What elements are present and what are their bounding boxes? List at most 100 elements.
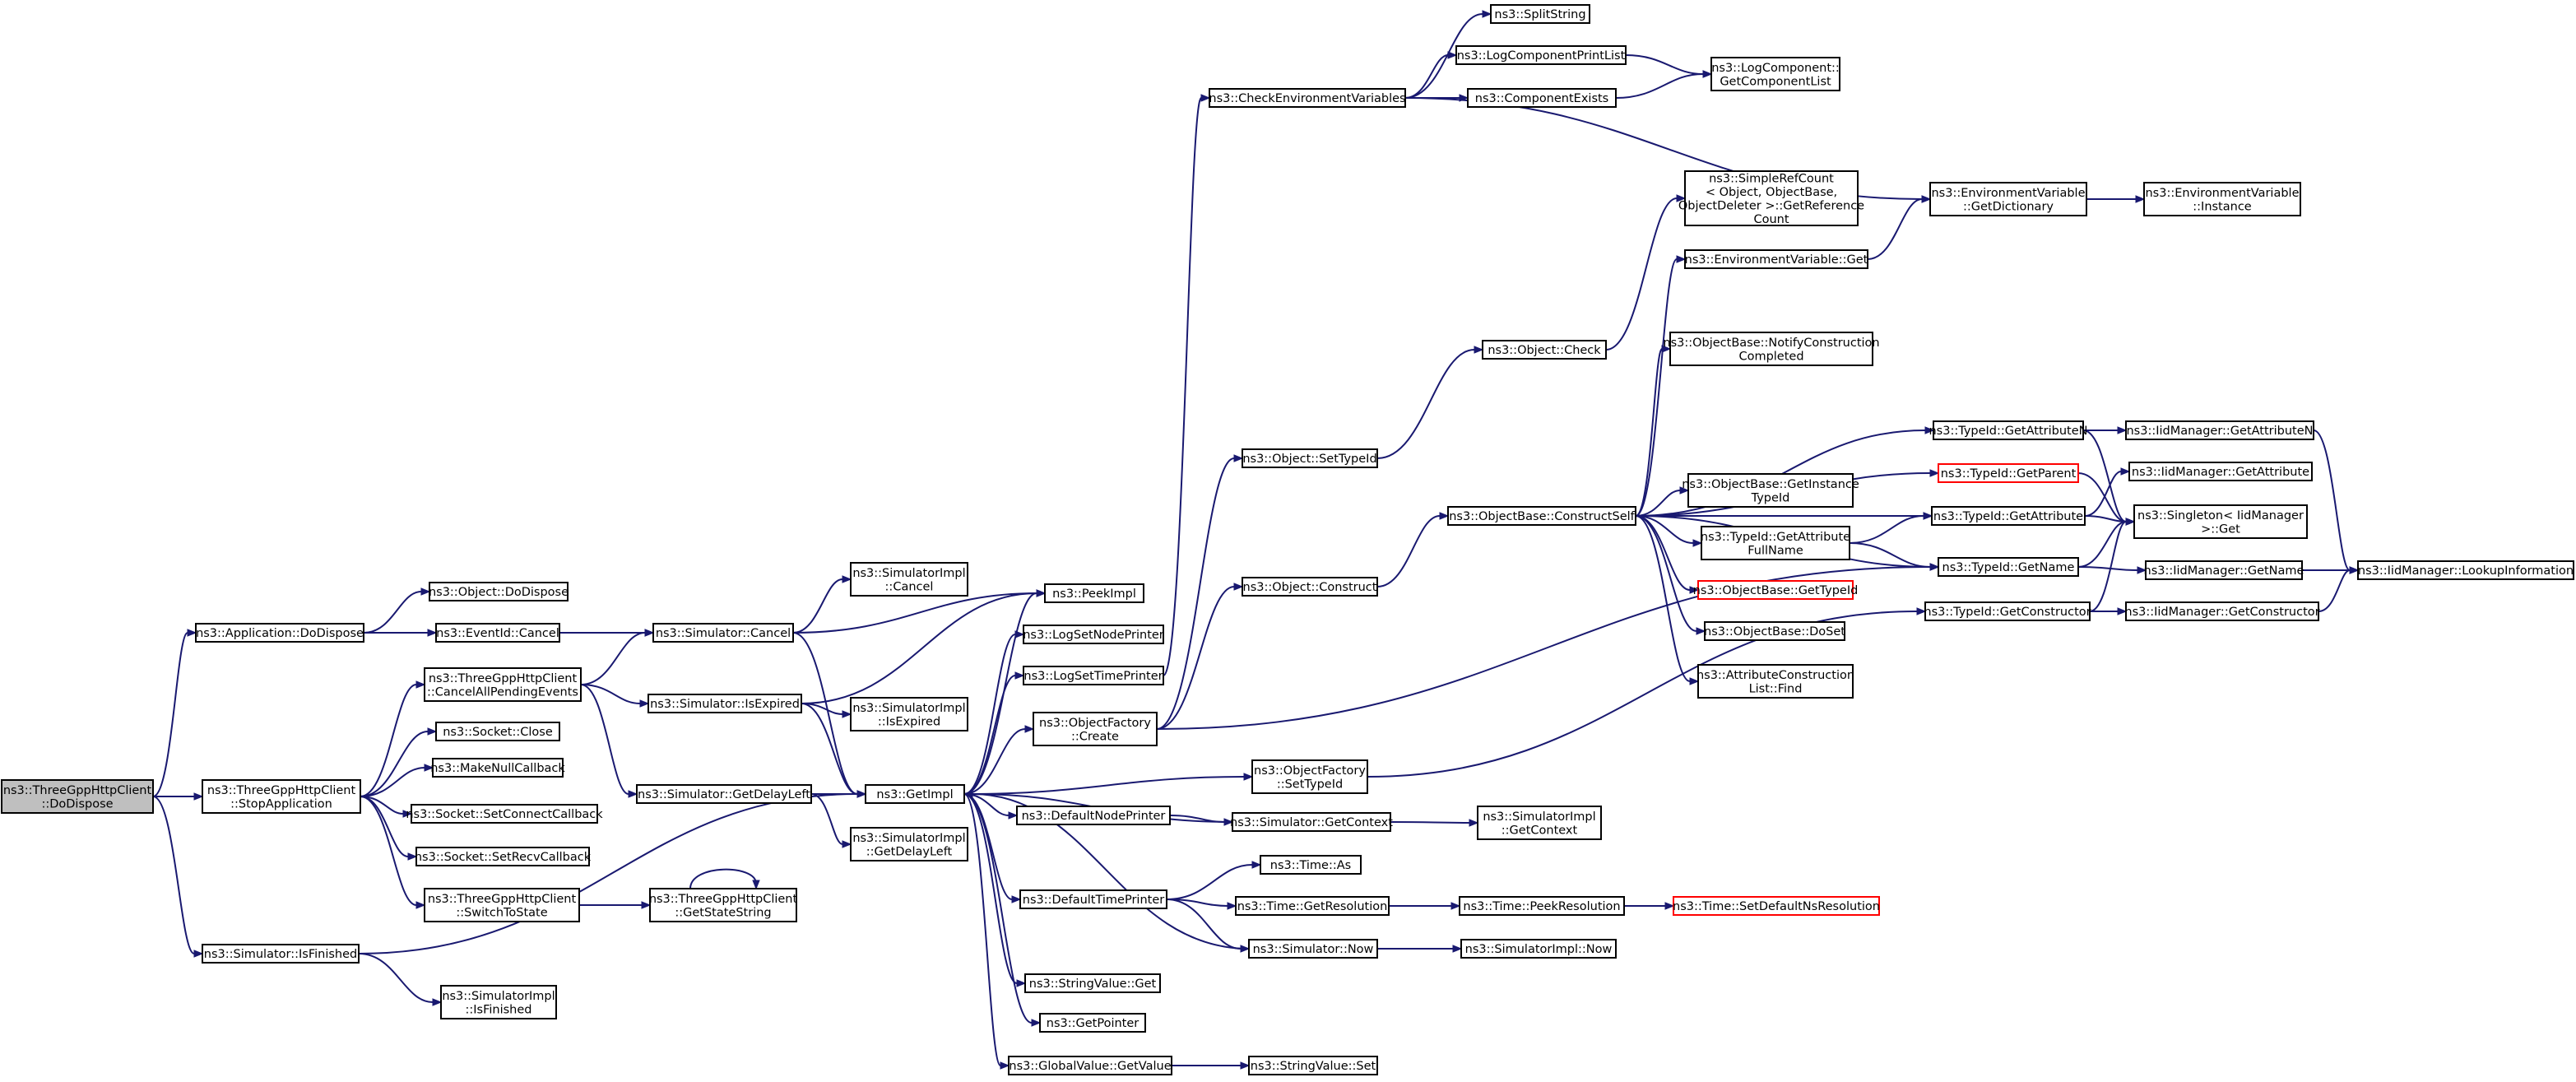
node-sim_now[interactable]: ns3::Simulator::Now — [1248, 939, 1378, 959]
node-label: ns3::ThreeGppHttpClient — [429, 672, 578, 685]
node-root[interactable]: ns3::ThreeGppHttpClient::DoDispose — [1, 779, 154, 814]
node-getpointer[interactable]: ns3::GetPointer — [1039, 1013, 1146, 1033]
node-logcompprintlist[interactable]: ns3::LogComponentPrintList — [1455, 45, 1627, 65]
node-setconnectcb[interactable]: ns3::Socket::SetConnectCallback — [406, 804, 603, 824]
node-singleton_get[interactable]: ns3::Singleton< IidManager>::Get — [2133, 504, 2308, 539]
node-logsettimeprinter[interactable]: ns3::LogSetTimePrinter — [1023, 666, 1164, 685]
node-time_getresolution[interactable]: ns3::Time::GetResolution — [1235, 896, 1390, 916]
node-obj_dodispose[interactable]: ns3::Object::DoDispose — [429, 582, 569, 601]
node-sim_getcontext[interactable]: ns3::Simulator::GetContext — [1230, 812, 1393, 832]
node-simimpl_now[interactable]: ns3::SimulatorImpl::Now — [1460, 939, 1617, 959]
node-defaulttimeprinter[interactable]: ns3::DefaultTimePrinter — [1019, 889, 1167, 909]
node-objbase_gettypeid[interactable]: ns3::ObjectBase::GetTypeId — [1693, 580, 1859, 600]
node-checkenvvars[interactable]: ns3::CheckEnvironmentVariables — [1209, 88, 1406, 108]
node-simimpl_getcontext[interactable]: ns3::SimulatorImpl::GetContext — [1477, 806, 1602, 840]
arrowhead-typeid_getattribute — [1923, 512, 1933, 520]
node-iidmgr_getname[interactable]: ns3::IidManager::GetName — [2144, 560, 2304, 580]
node-typeid_getname[interactable]: ns3::TypeId::GetName — [1938, 557, 2079, 577]
arrowhead-splitstring — [1482, 10, 1492, 18]
node-time_setdefaultnsres[interactable]: ns3::Time::SetDefaultNsResolution — [1673, 896, 1880, 916]
node-logsetnodeprinter[interactable]: ns3::LogSetNodePrinter — [1023, 625, 1164, 644]
node-sim_isexpired[interactable]: ns3::Simulator::IsExpired — [647, 694, 802, 713]
node-simimpl_getdelayleft[interactable]: ns3::SimulatorImpl::GetDelayLeft — [850, 827, 968, 861]
node-switchtostate[interactable]: ns3::ThreeGppHttpClient::SwitchToState — [424, 888, 580, 922]
arrowhead-globalvalue_getvalue — [1000, 1061, 1010, 1070]
node-typeid_getattribute[interactable]: ns3::TypeId::GetAttribute — [1931, 506, 2086, 526]
node-typeid_getconstructor[interactable]: ns3::TypeId::GetConstructor — [1924, 601, 2091, 621]
arrowhead-notifyconstruction — [1661, 345, 1672, 353]
node-simimpl_isexpired[interactable]: ns3::SimulatorImpl::IsExpired — [850, 697, 968, 731]
node-iidmgr_getconstructor[interactable]: ns3::IidManager::GetConstructor — [2124, 601, 2320, 621]
node-envvar_instance[interactable]: ns3::EnvironmentVariable::Instance — [2143, 182, 2301, 216]
node-logcomp_getcomplist[interactable]: ns3::LogComponent::GetComponentList — [1710, 57, 1840, 91]
node-makenullcb[interactable]: ns3::MakeNullCallback — [430, 758, 565, 778]
node-simplerefcount[interactable]: ns3::SimpleRefCount< Object, ObjectBase,… — [1678, 170, 1864, 226]
node-globalvalue_getvalue[interactable]: ns3::GlobalValue::GetValue — [1008, 1056, 1172, 1075]
node-label: ::Instance — [2193, 200, 2252, 213]
node-simimpl_cancel[interactable]: ns3::SimulatorImpl::Cancel — [850, 562, 968, 597]
node-splitstring[interactable]: ns3::SplitString — [1490, 4, 1590, 24]
node-iidmgr_getattribute[interactable]: ns3::IidManager::GetAttribute — [2128, 462, 2313, 481]
node-label: FullName — [1748, 544, 1803, 557]
node-app_dodispose[interactable]: ns3::Application::DoDispose — [195, 623, 364, 643]
node-label: ns3::ObjectBase::GetInstance — [1682, 478, 1859, 491]
arrowhead-obj_settypeid — [1233, 454, 1244, 462]
node-label: ns3::LogComponent:: — [1711, 62, 1840, 75]
node-typeid_getparent[interactable]: ns3::TypeId::GetParent — [1938, 463, 2079, 483]
edge-defaulttimeprinter-to-sim_now — [1166, 899, 1242, 950]
node-envvar_getdictionary[interactable]: ns3::EnvironmentVariable::GetDictionary — [1929, 182, 2087, 216]
node-obj_construct[interactable]: ns3::Object::Construct — [1242, 577, 1378, 597]
node-defaultnodeprinter[interactable]: ns3::DefaultNodePrinter — [1016, 806, 1171, 825]
node-typeid_getattributen[interactable]: ns3::TypeId::GetAttributeN — [1929, 420, 2088, 440]
node-objbase_doset[interactable]: ns3::ObjectBase::DoSet — [1704, 621, 1845, 641]
node-cancelall[interactable]: ns3::ThreeGppHttpClient::CancelAllPendin… — [424, 667, 582, 702]
node-peekimpl[interactable]: ns3::PeekImpl — [1044, 583, 1144, 603]
node-time_peekresolution[interactable]: ns3::Time::PeekResolution — [1459, 896, 1625, 916]
node-box — [435, 623, 560, 643]
node-objbase_constructself[interactable]: ns3::ObjectBase::ConstructSelf — [1447, 506, 1636, 526]
node-box — [2133, 504, 2308, 539]
edge-getimpl-to-stringvalue_get — [963, 793, 1018, 984]
node-box — [2143, 182, 2301, 216]
node-obj_settypeid[interactable]: ns3::Object::SetTypeId — [1242, 448, 1378, 468]
node-componentexists[interactable]: ns3::ComponentExists — [1467, 88, 1617, 108]
node-setrecvcb[interactable]: ns3::Socket::SetRecvCallback — [415, 847, 592, 866]
node-box — [411, 804, 598, 824]
arrowhead-typeid_getconstructor — [1916, 607, 1927, 615]
node-sim_cancel[interactable]: ns3::Simulator::Cancel — [652, 623, 794, 643]
node-getstatestring[interactable]: ns3::ThreeGppHttpClient::GetStateString — [649, 888, 798, 922]
edge-app_dodispose-to-obj_dodispose — [363, 591, 422, 634]
node-box — [1697, 664, 1854, 699]
arrowhead-typeid_getname — [1929, 563, 1940, 571]
node-iidmgr_lookupinfo[interactable]: ns3::IidManager::LookupInformation — [2357, 560, 2574, 580]
node-socket_close[interactable]: ns3::Socket::Close — [435, 722, 560, 741]
node-label: < Object, ObjectBase, — [1706, 186, 1837, 199]
node-box — [1242, 577, 1378, 597]
node-label: ns3::DefaultTimePrinter — [1023, 894, 1164, 907]
node-stopapp[interactable]: ns3::ThreeGppHttpClient::StopApplication — [202, 779, 361, 814]
node-box — [647, 694, 802, 713]
node-label: ns3::StringValue::Set — [1251, 1060, 1376, 1073]
node-stringvalue_get[interactable]: ns3::StringValue::Get — [1024, 973, 1161, 993]
node-label: ns3::IidManager::GetAttributeN — [2126, 425, 2313, 438]
node-box — [1931, 506, 2086, 526]
node-box — [1684, 170, 1859, 226]
node-eventid_cancel[interactable]: ns3::EventId::Cancel — [435, 623, 560, 643]
node-notifyconstruction[interactable]: ns3::ObjectBase::NotifyConstructionCompl… — [1663, 332, 1880, 366]
node-time_as[interactable]: ns3::Time::As — [1260, 855, 1362, 875]
node-iidmgr_getattributen[interactable]: ns3::IidManager::GetAttributeN — [2125, 420, 2314, 440]
node-sim_isfinished[interactable]: ns3::Simulator::IsFinished — [202, 944, 360, 964]
node-objfactory_create[interactable]: ns3::ObjectFactory::Create — [1033, 712, 1158, 746]
node-getimpl[interactable]: ns3::GetImpl — [865, 784, 965, 804]
node-box — [1467, 88, 1617, 108]
node-sim_getdelayleft[interactable]: ns3::Simulator::GetDelayLeft — [636, 784, 812, 804]
node-objfactory_settypeid[interactable]: ns3::ObjectFactory::SetTypeId — [1251, 759, 1368, 794]
node-simimpl_isfinished[interactable]: ns3::SimulatorImpl::IsFinished — [440, 985, 557, 1019]
node-envvar_get[interactable]: ns3::EnvironmentVariable::Get — [1684, 249, 1868, 269]
node-obj_check[interactable]: ns3::Object::Check — [1482, 340, 1607, 360]
node-stringvalue_set[interactable]: ns3::StringValue::Set — [1248, 1056, 1378, 1075]
